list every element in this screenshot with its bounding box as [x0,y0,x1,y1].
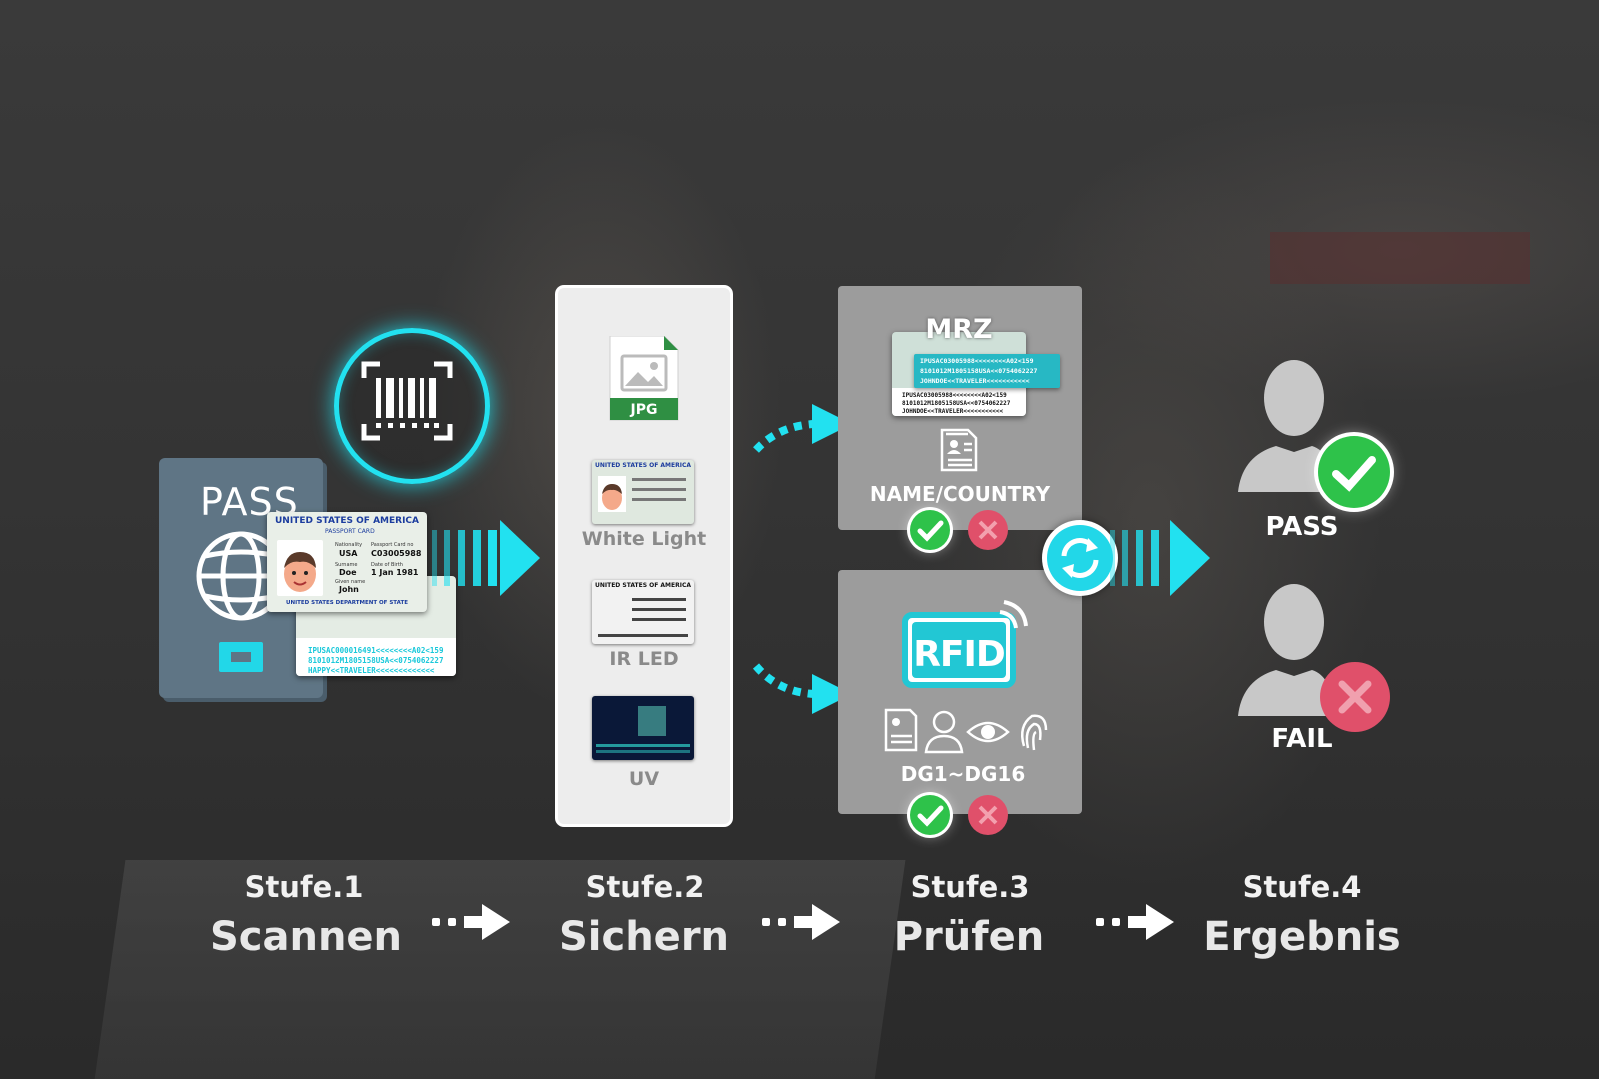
step-2-number: Stufe.2 [586,870,705,904]
jpg-badge-label: JPG [631,402,658,418]
barcode-scan-icon [334,328,490,484]
step-arrow-1 [432,900,514,944]
rfid-ok-check-icon [910,795,950,835]
uv-label: UV [629,768,659,790]
wireless-signal-icon [990,596,1034,636]
mrz-line-2: 8101012M1805158USA<<0754062227 [308,656,443,665]
white-light-label: White Light [582,528,706,550]
step-1-number: Stufe.1 [245,870,364,904]
step-2-name: Sichern [559,914,729,960]
card-subtitle: PASSPORT CARD [325,528,375,535]
step-4-name: Ergebnis [1203,914,1400,960]
face-photo [277,540,323,596]
uv-image [592,696,694,760]
ir-led-image: UNITED STATES OF AMERICA [592,580,694,644]
thumb-ir-card-title: UNITED STATES OF AMERICA [592,582,694,589]
id-card-front: UNITED STATES OF AMERICA PASSPORT CARD N… [267,512,427,612]
fail-result-label: FAIL [1271,724,1332,754]
data-page-icon [886,710,916,750]
card-footer: UNITED STATES DEPARTMENT OF STATE [267,600,427,606]
step-arrow-2 [762,900,844,944]
mrz-fail-x-icon [968,510,1008,550]
step-arrow-3 [1096,900,1178,944]
surname-value: Doe [339,568,357,577]
step-1-name: Scannen [210,914,402,960]
ir-led-label: IR LED [609,648,678,670]
mrz-line-1: IPUSAC000016491<<<<<<<<A02<159 [308,646,443,655]
document-icon [938,428,980,472]
mrz-line-3: HAPPY<<TRAVELER<<<<<<<<<<<<< [308,666,434,675]
flow-arrow-2 [1110,520,1214,596]
rfid-fail-x-icon [968,795,1008,835]
thumb-card-title: UNITED STATES OF AMERICA [592,462,694,469]
mrz-card-line-3: JOHNDOE<<TRAVELER<<<<<<<<<<< [902,408,1003,415]
background-sign [1270,232,1530,284]
pass-result-label: PASS [1265,512,1338,542]
white-light-image: UNITED STATES OF AMERICA [592,460,694,524]
mrz-card-line-1: IPUSAC03005988<<<<<<<<A02<159 [902,392,1007,399]
refresh-icon [1042,520,1118,596]
card-no-label: Passport Card no [371,542,413,548]
background-desk [95,860,906,1079]
pass-check-icon [1318,436,1390,508]
rfid-label: RFID [913,634,1005,675]
nationality-label: Nationality [335,542,362,548]
dob-value: 1 Jan 1981 [371,568,418,577]
name-country-label: NAME/COUNTRY [870,482,1050,506]
given-value: John [339,585,359,594]
mrz-title: MRZ [925,314,992,345]
nationality-value: USA [339,549,357,558]
fail-x-icon [1320,662,1390,732]
step-3-name: Prüfen [894,914,1045,960]
flow-arrow-1 [432,520,542,596]
step-4-number: Stufe.4 [1243,870,1362,904]
dg-range-label: DG1~DG16 [901,762,1026,786]
mrz-highlight: IPUSAC03005988<<<<<<<<A02<159 8101012M18… [914,354,1060,388]
mrz-highlight-line-3: JOHNDOE<<TRAVELER<<<<<<<<<<< [920,377,1030,385]
biometric-icons [882,706,1050,754]
mrz-card-line-2: 8101012M1805158USA<<0754062227 [902,400,1010,407]
mrz-highlight-line-2: 8101012M1805158USA<<0754062227 [920,367,1037,375]
card-no-value: C03005988 [371,549,421,558]
mrz-ok-check-icon [910,510,950,550]
mrz-highlight-line-1: IPUSAC03005988<<<<<<<<A02<159 [920,357,1034,365]
card-title: UNITED STATES OF AMERICA [267,516,427,526]
step-3-number: Stufe.3 [911,870,1030,904]
